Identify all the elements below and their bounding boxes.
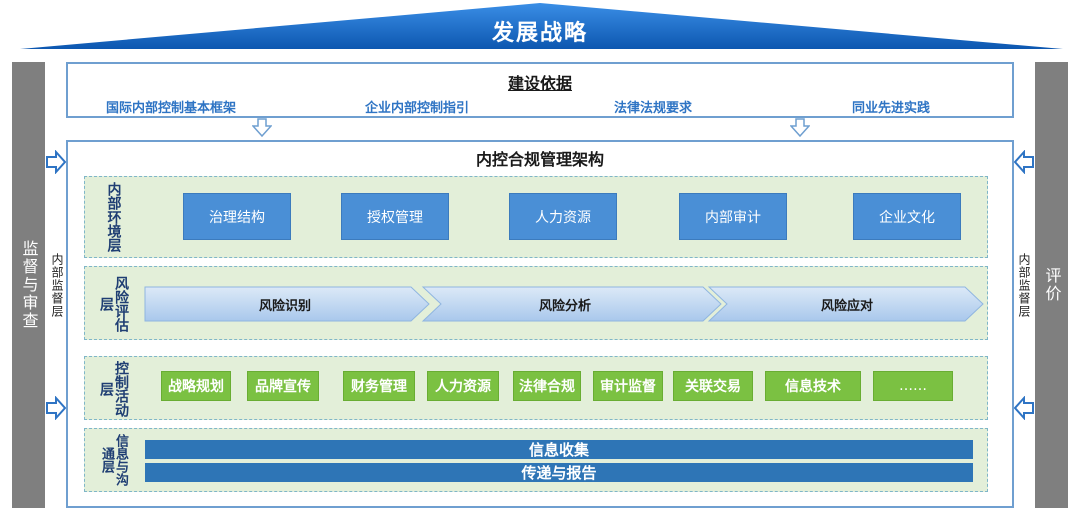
env-item: 人力资源 [509,193,617,240]
env-layer: 内部环境层 治理结构 授权管理 人力资源 内部审计 企业文化 [84,176,988,258]
arrow-left-icon [1013,150,1034,174]
arrow-down-icon [790,118,810,138]
framework-title: 内控合规管理架构 [475,150,604,169]
basis-item: 企业内部控制指引 [364,101,469,116]
comm-layer-label: 信息与沟通层 [99,434,128,486]
left-inner-label: 内部监督层 [50,252,64,318]
framework-frame: 内控合规管理架构 内部环境层 治理结构 授权管理 人力资源 内部审计 企业文化 … [66,140,1014,508]
activity-item-more: …… [873,371,953,401]
basis-item: 国际内部控制基本框架 [105,101,236,116]
basis-title: 建设依据 [507,74,572,93]
risk-layer: 风险评估层 风险识别 风险分析 风险应对 [84,266,988,340]
arrow-down-icon [252,118,272,138]
arrow-right-icon [46,396,67,420]
env-item: 企业文化 [853,193,961,240]
arrow-right-icon [46,150,67,174]
env-item: 内部审计 [679,193,787,240]
env-item: 授权管理 [341,193,449,240]
activity-item: 法律合规 [513,371,581,401]
activity-item: 品牌宣传 [247,371,319,401]
activity-item: 人力资源 [427,371,499,401]
risk-item: 风险应对 [820,298,873,314]
activity-item: 财务管理 [343,371,415,401]
env-layer-label: 内部环境层 [105,182,122,252]
risk-process-arrows [144,286,984,322]
comm-layer: 信息与沟通层 信息收集 传递与报告 [84,428,988,492]
right-outer-bar: 评价 [1035,62,1068,508]
title-banner [20,3,1063,49]
activity-item: 关联交易 [673,371,753,401]
page-title: 发展战略 [491,21,588,46]
activity-item: 信息技术 [765,371,861,401]
comm-bar-collect: 信息收集 [145,440,973,459]
arrow-left-icon [1013,396,1034,420]
basis-box: 建设依据 国际内部控制基本框架 企业内部控制指引 法律法规要求 同业先进实践 [66,62,1014,118]
activity-item: 战略规划 [161,371,231,401]
comm-bar-report: 传递与报告 [145,463,973,482]
ctrl-layer-label: 控制活动层 [98,361,129,417]
activity-item: 审计监督 [593,371,663,401]
basis-item: 法律法规要求 [613,101,692,116]
risk-item: 风险分析 [538,298,591,314]
risk-layer-label: 风险评估层 [98,276,129,332]
ctrl-layer: 控制活动层 战略规划 品牌宣传 财务管理 人力资源 法律合规 审计监督 关联交易… [84,356,988,420]
risk-item: 风险识别 [258,298,311,314]
left-outer-bar: 监督与审查 [12,62,45,508]
basis-item: 同业先进实践 [851,101,930,116]
right-inner-label: 内部监督层 [1017,252,1031,318]
env-item: 治理结构 [183,193,291,240]
